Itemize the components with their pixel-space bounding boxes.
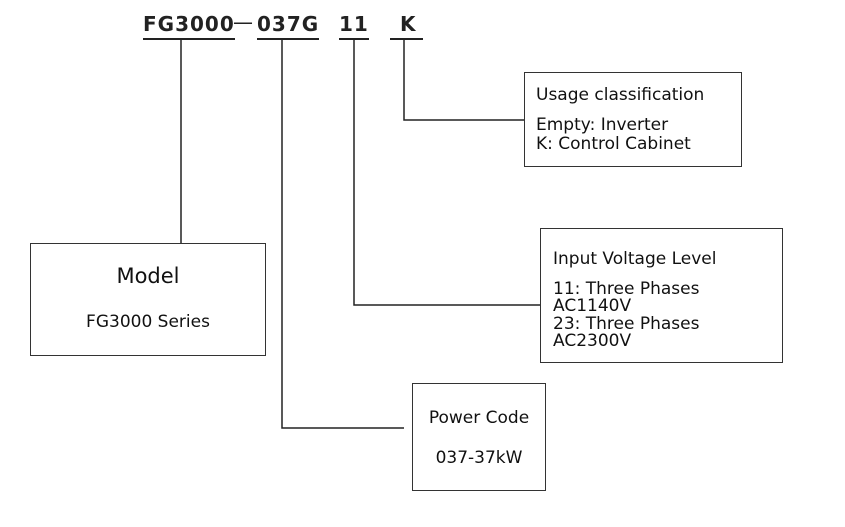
usage-box-line1: Empty: Inverter: [536, 115, 669, 135]
usage-classification-box: Usage classification Empty: Inverter K: …: [524, 72, 742, 167]
model-code-separator: —: [233, 10, 254, 34]
voltage-box-line1: 11: Three Phases: [553, 279, 700, 299]
model-box-title: Model: [116, 264, 180, 288]
model-code-usage: K: [390, 12, 423, 40]
voltage-box-line2: AC1140V: [553, 296, 632, 316]
power-box-value: 037-37kW: [435, 448, 523, 468]
voltage-connector: [353, 40, 540, 306]
model-code-series: FG3000: [143, 12, 235, 40]
input-voltage-box: Input Voltage Level 11: Three Phases AC1…: [540, 228, 783, 363]
voltage-box-line3: 23: Three Phases: [553, 314, 700, 334]
voltage-box-title: Input Voltage Level: [553, 249, 717, 269]
model-code-power: 037G: [257, 12, 320, 40]
model-code-voltage: 11: [339, 12, 369, 40]
model-box-value: FG3000 Series: [86, 312, 210, 332]
usage-box-line2: K: Control Cabinet: [536, 134, 691, 154]
power-box-title: Power Code: [428, 408, 530, 428]
power-connector: [281, 40, 404, 429]
usage-box-title: Usage classification: [536, 85, 705, 105]
power-code-box: Power Code 037-37kW: [412, 383, 546, 491]
usage-connector: [403, 40, 524, 121]
voltage-box-line4: AC2300V: [553, 331, 632, 351]
model-box: Model FG3000 Series: [30, 243, 266, 356]
